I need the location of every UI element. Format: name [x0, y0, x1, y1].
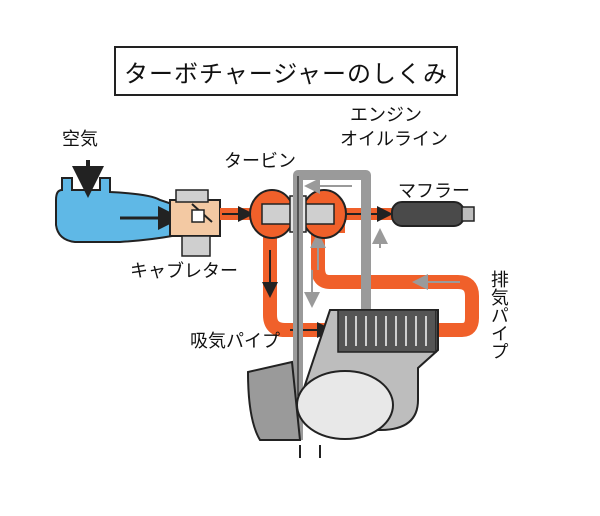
- carburetor: [169, 189, 221, 257]
- label-carburetor: キャブレター: [130, 261, 238, 282]
- label-turbine: タービン: [224, 151, 296, 172]
- engine: [246, 309, 439, 458]
- exhaust-pipe: [311, 219, 479, 337]
- label-intake-pipe: 吸気パイプ: [190, 331, 280, 352]
- label-engine-oil-line-1: エンジン: [350, 105, 422, 126]
- diagram-title: ターボチャージャーのしくみ: [114, 46, 458, 96]
- muffler: [391, 201, 475, 227]
- label-air: 空気: [62, 129, 98, 150]
- label-muffler: マフラー: [398, 181, 470, 202]
- label-engine-oil-line-2: オイルライン: [340, 129, 448, 150]
- intake-pipe: [263, 230, 340, 337]
- diagram-title-text: ターボチャージャーのしくみ: [123, 59, 449, 88]
- air-intake-box: [55, 177, 173, 243]
- label-exhaust-pipe: 排気パイプ: [487, 270, 509, 360]
